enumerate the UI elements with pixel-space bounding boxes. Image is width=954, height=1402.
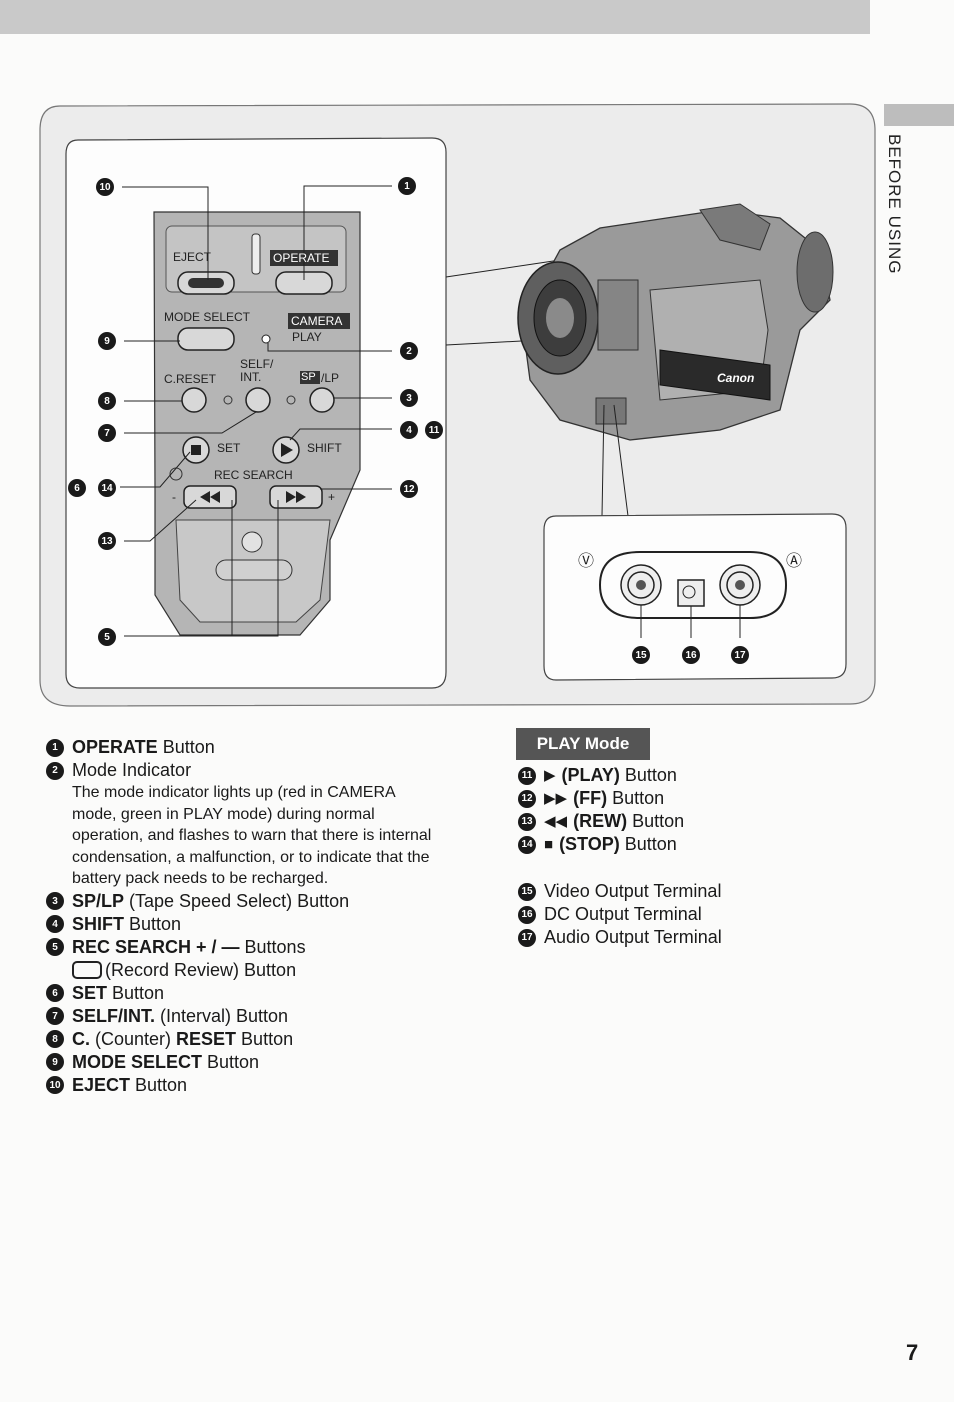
callout-9: 9 (98, 332, 116, 350)
play-item-14: 14 ■ (STOP) Button (518, 833, 878, 856)
legend-item-7: 7 SELF/INT. (Interval) Button (46, 1005, 466, 1028)
label-minus: - (172, 490, 176, 504)
divider-slot (251, 233, 261, 275)
terminal-item-16: 16 DC Output Terminal (518, 903, 878, 926)
label-plus: + (328, 490, 336, 504)
callout-10: 10 (96, 178, 114, 196)
fast-forward-icon: ▶▶ (544, 790, 568, 807)
callout-12: 12 (400, 480, 418, 498)
play-item-13: 13 ◀◀ (REW) Button (518, 810, 878, 833)
dc-jack (677, 579, 705, 607)
callout-17: 17 (731, 646, 749, 664)
terminal-item-15: 15 Video Output Terminal (518, 880, 878, 903)
mode-select-button (177, 327, 235, 351)
legend-item-4: 4 SHIFT Button (46, 913, 466, 936)
label-rec-search: REC SEARCH (214, 468, 293, 482)
legend-item-10: 10 EJECT Button (46, 1074, 466, 1097)
callout-8: 8 (98, 392, 116, 410)
legend-item-9: 9 MODE SELECT Button (46, 1051, 466, 1074)
play-item-11: 11 ▶ (PLAY) Button (518, 764, 878, 787)
label-operate: OPERATE (273, 251, 330, 265)
mode-indicator-lamp (261, 334, 271, 344)
section-tab-label: BEFORE USING (885, 134, 904, 275)
play-mode-list: 11 ▶ (PLAY) Button 12 ▶▶ (FF) Button 13 … (518, 764, 878, 856)
section-tab-marker (884, 104, 954, 126)
eject-knob (188, 278, 224, 288)
page-number: 7 (906, 1340, 919, 1365)
callout-3: 3 (400, 389, 418, 407)
legend-item-1: 1 OPERATE Button (46, 736, 466, 759)
camcorder-figure (39, 103, 876, 707)
label-shift: SHIFT (307, 441, 342, 455)
legend-item-5: 5 REC SEARCH + / — Buttons (46, 936, 466, 959)
c-reset-button (181, 387, 207, 413)
terminal-plate (598, 551, 788, 619)
stop-icon: ■ (544, 836, 554, 853)
legend-left: 1 OPERATE Button 2 Mode Indicator The mo… (46, 736, 466, 1097)
callout-5: 5 (98, 628, 116, 646)
label-mode-select: MODE SELECT (164, 310, 251, 324)
callout-7: 7 (98, 424, 116, 442)
callout-6: 6 (68, 479, 86, 497)
label-lp: /LP (321, 371, 340, 385)
callout-13: 13 (98, 532, 116, 550)
label-c-reset: C.RESET (164, 372, 217, 386)
label-set: SET (217, 441, 241, 455)
callout-4: 4 (400, 421, 418, 439)
record-review-icon (72, 961, 102, 979)
label-brand: Canon (717, 371, 755, 385)
label-sp: SP (301, 371, 316, 383)
sp-lp-button (309, 387, 335, 413)
callout-16: 16 (682, 646, 700, 664)
terminal-item-17: 17 Audio Output Terminal (518, 926, 878, 949)
callout-1: 1 (398, 177, 416, 195)
label-audio-mark: Ⓐ (786, 553, 803, 570)
top-gray-bar (0, 0, 870, 34)
camcorder-drawing (517, 203, 834, 441)
callout-15: 15 (632, 646, 650, 664)
mode-indicator-description: The mode indicator lights up (red in CAM… (72, 784, 432, 887)
callout-11: 11 (425, 421, 443, 439)
camera-label-bg (288, 313, 350, 329)
self-int-button (245, 387, 271, 413)
legend-item-8: 8 C. (Counter) RESET Button (46, 1028, 466, 1051)
callout-14: 14 (98, 479, 116, 497)
label-camera: CAMERA (291, 314, 343, 328)
label-eject: EJECT (173, 250, 212, 264)
play-icon: ▶ (544, 767, 556, 784)
label-video-mark: Ⓥ (578, 553, 595, 570)
play-item-12: 12 ▶▶ (FF) Button (518, 787, 878, 810)
legend-item-3: 3 SP/LP (Tape Speed Select) Button (46, 890, 466, 913)
sp-label-bg (300, 371, 320, 384)
legend-item-6: 6 SET Button (46, 982, 466, 1005)
label-play: PLAY (292, 330, 322, 344)
terminal-list: 15 Video Output Terminal 16 DC Output Te… (518, 880, 878, 949)
legend-item-2: 2 Mode Indicator (46, 759, 466, 782)
callout-2: 2 (400, 342, 418, 360)
play-mode-heading: PLAY Mode (516, 728, 650, 760)
label-self-int: SELF/ INT. (240, 357, 274, 384)
legend-item-5-sub: (Record Review) Button (72, 959, 466, 982)
rewind-icon: ◀◀ (544, 813, 568, 830)
